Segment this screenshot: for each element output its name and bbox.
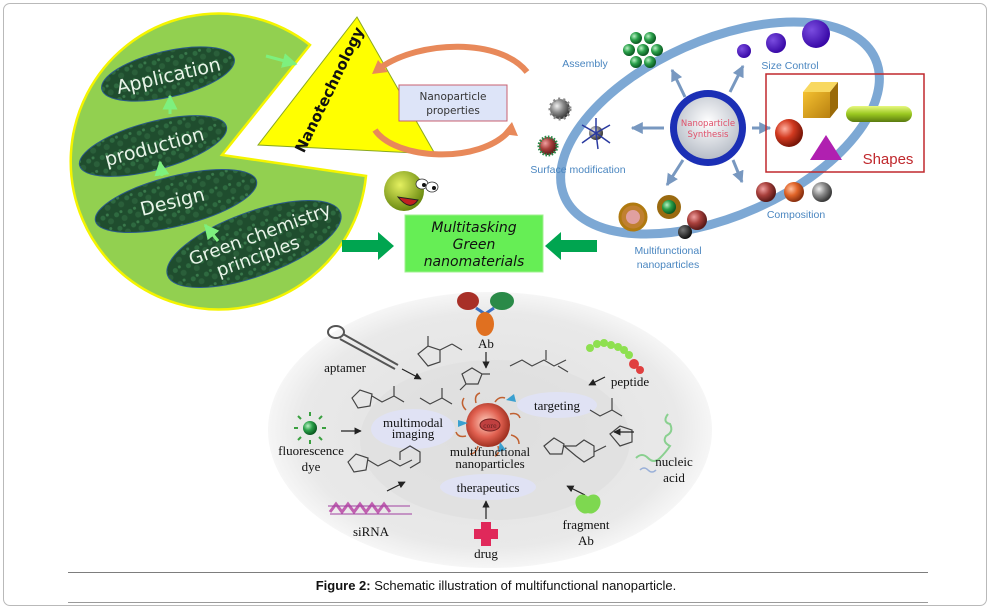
smiley-face-icon bbox=[384, 171, 439, 211]
shapes-label: Shapes bbox=[863, 151, 914, 168]
arrow-application-to-nanotech bbox=[265, 53, 298, 68]
nanoparticle-properties-box bbox=[398, 84, 508, 122]
green-chemistry-pie: Application production Design Green chem… bbox=[69, 12, 368, 311]
multifunctional-nanoparticle-diagram: core bbox=[268, 292, 712, 568]
center-label-line2: nanoparticles bbox=[455, 456, 524, 471]
nucleic-label-line2: acid bbox=[663, 470, 685, 485]
imaging-bubble bbox=[371, 409, 455, 449]
molecule-structures bbox=[347, 336, 633, 473]
multifunctional-label-line2: nanoparticles bbox=[637, 259, 699, 271]
figure-frame bbox=[3, 3, 987, 606]
drug-cross-icon bbox=[474, 522, 498, 546]
arrow-left-green bbox=[545, 232, 597, 260]
caption-divider-top bbox=[68, 572, 928, 573]
properties-label-line1: Nanoparticle bbox=[420, 91, 487, 103]
triangle-shape-icon bbox=[810, 135, 842, 160]
peptide-label: peptide bbox=[611, 374, 649, 389]
surface-modification-label: Surface modification bbox=[530, 164, 625, 176]
stage-pill-green-chemistry bbox=[166, 199, 342, 289]
targeting-bubble bbox=[517, 392, 597, 418]
orange-arrow-top bbox=[378, 43, 530, 74]
surface-modification-icon bbox=[537, 97, 611, 157]
multitasking-line1: Multitasking bbox=[431, 220, 516, 236]
size-control-label: Size Control bbox=[761, 60, 818, 72]
stage-pill-design bbox=[94, 169, 258, 233]
size-control-spheres-icon bbox=[737, 20, 830, 58]
aptamer-label: aptamer bbox=[324, 360, 367, 375]
caption-text: Schematic illustration of multifunctiona… bbox=[370, 578, 677, 593]
properties-label-line2: properties bbox=[426, 105, 480, 117]
orange-arrow-bottom bbox=[372, 127, 513, 158]
multitasking-line3: nanomaterials bbox=[424, 254, 525, 270]
sphere-shape-icon bbox=[775, 119, 803, 147]
nucleic-acid-icon bbox=[635, 413, 673, 473]
arrow-principles-to-design bbox=[203, 223, 220, 242]
caption-prefix: Figure 2: bbox=[315, 578, 371, 593]
synthesis-core-line1: Nanoparticle bbox=[681, 119, 735, 129]
arrow-design-to-production bbox=[154, 160, 170, 177]
nanoparticle-synthesis-diagram: Nanoparticle Synthesis Assembly Size Con… bbox=[530, 17, 925, 271]
therapeutics-label: therapeutics bbox=[457, 480, 520, 495]
fluorescence-dye-icon bbox=[294, 412, 326, 444]
composition-label: Composition bbox=[767, 209, 826, 221]
assembly-label: Assembly bbox=[562, 58, 608, 70]
aptamer-icon bbox=[327, 325, 399, 370]
imaging-label-line1: multimodal bbox=[383, 415, 443, 430]
sirna-label: siRNA bbox=[353, 524, 390, 539]
assembly-cluster-icon bbox=[623, 32, 663, 68]
drug-label: drug bbox=[474, 546, 498, 561]
fragment-label-line1: fragment bbox=[563, 517, 610, 532]
multitasking-box: Multitasking Green nanomaterials bbox=[342, 214, 597, 273]
antibody-icon bbox=[457, 292, 514, 336]
fragment-antibody-icon bbox=[575, 494, 601, 514]
multitasking-line2: Green bbox=[453, 237, 496, 253]
caption-divider-bottom bbox=[68, 602, 928, 603]
multifunctional-label-line1: Multifunctional bbox=[634, 245, 701, 257]
nucleic-label-line1: nucleic bbox=[655, 454, 693, 469]
fragment-label-line2: Ab bbox=[578, 533, 594, 548]
center-label-line1: multifunctional bbox=[450, 444, 531, 459]
peptide-icon bbox=[586, 339, 644, 374]
fluorescence-label-line1: fluorescence bbox=[278, 443, 344, 458]
core-label: core bbox=[483, 423, 497, 430]
figure-caption: Figure 2: Schematic illustration of mult… bbox=[0, 578, 992, 593]
sirna-icon bbox=[328, 501, 412, 515]
shapes-box bbox=[765, 73, 925, 173]
targeting-label: targeting bbox=[534, 398, 580, 413]
ligand-arrows bbox=[341, 352, 634, 519]
multifunctional-particles-icon bbox=[618, 195, 707, 239]
composition-spheres-icon bbox=[756, 182, 832, 202]
ab-label: Ab bbox=[478, 336, 494, 351]
imaging-label-line2: imaging bbox=[392, 426, 435, 441]
nanoparticle-core-icon: core bbox=[455, 392, 521, 457]
cube-shape-icon bbox=[803, 82, 838, 118]
rod-shape-icon bbox=[846, 106, 912, 122]
synthesis-core-line2: Synthesis bbox=[688, 130, 730, 140]
arrow-right-green bbox=[342, 232, 394, 260]
therapeutics-bubble bbox=[440, 474, 536, 500]
synthesis-orbit-ring bbox=[556, 17, 884, 239]
fluorescence-label-line2: dye bbox=[302, 459, 321, 474]
